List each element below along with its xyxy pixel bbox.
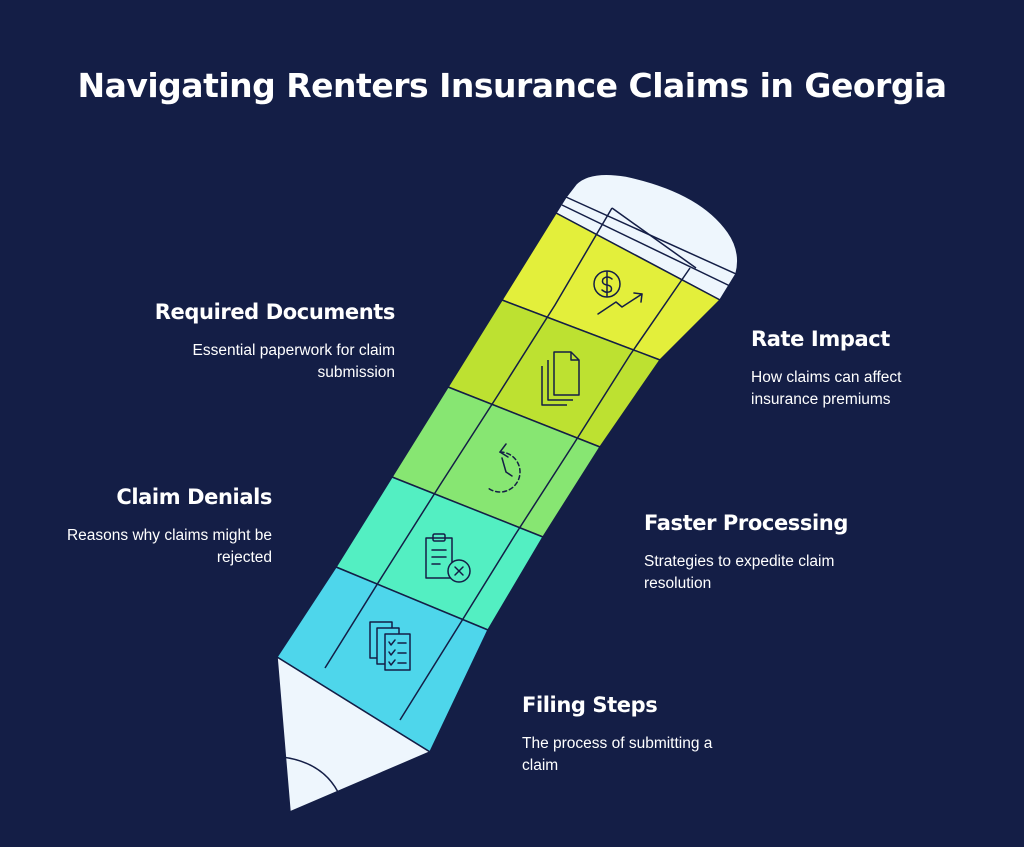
heading-faster-processing: Faster Processing xyxy=(644,511,848,535)
description-claim-denials: Reasons why claims might be rejected xyxy=(66,527,272,566)
timer-refresh-icon xyxy=(487,443,521,493)
description-required-documents: Essential paperwork for claim submission xyxy=(192,342,395,381)
label-filing-steps: Filing Steps The process of submitting a… xyxy=(522,692,822,777)
heading-rate-impact: Rate Impact xyxy=(751,327,890,351)
pencil-tip xyxy=(276,655,432,814)
heading-required-documents: Required Documents xyxy=(154,300,396,324)
label-faster-processing: Faster Processing Strategies to expedite… xyxy=(644,510,944,595)
documents-stack-icon xyxy=(541,351,580,406)
description-rate-impact: How claims can affect insurance premiums xyxy=(751,369,902,408)
dollar-trend-up-icon xyxy=(593,270,643,315)
clipboard-reject-icon xyxy=(425,533,471,583)
page-title: Navigating Renters Insurance Claims in G… xyxy=(77,66,947,105)
label-required-documents: Required Documents Essential paperwork f… xyxy=(75,299,396,384)
description-faster-processing: Strategies to expedite claim resolution xyxy=(644,553,835,592)
heading-claim-denials: Claim Denials xyxy=(116,485,272,509)
heading-filing-steps: Filing Steps xyxy=(522,693,658,717)
label-claim-denials: Claim Denials Reasons why claims might b… xyxy=(0,484,272,569)
checklist-files-icon xyxy=(369,621,411,671)
label-rate-impact: Rate Impact How claims can affect insura… xyxy=(751,326,1011,411)
description-filing-steps: The process of submitting a claim xyxy=(522,735,713,774)
